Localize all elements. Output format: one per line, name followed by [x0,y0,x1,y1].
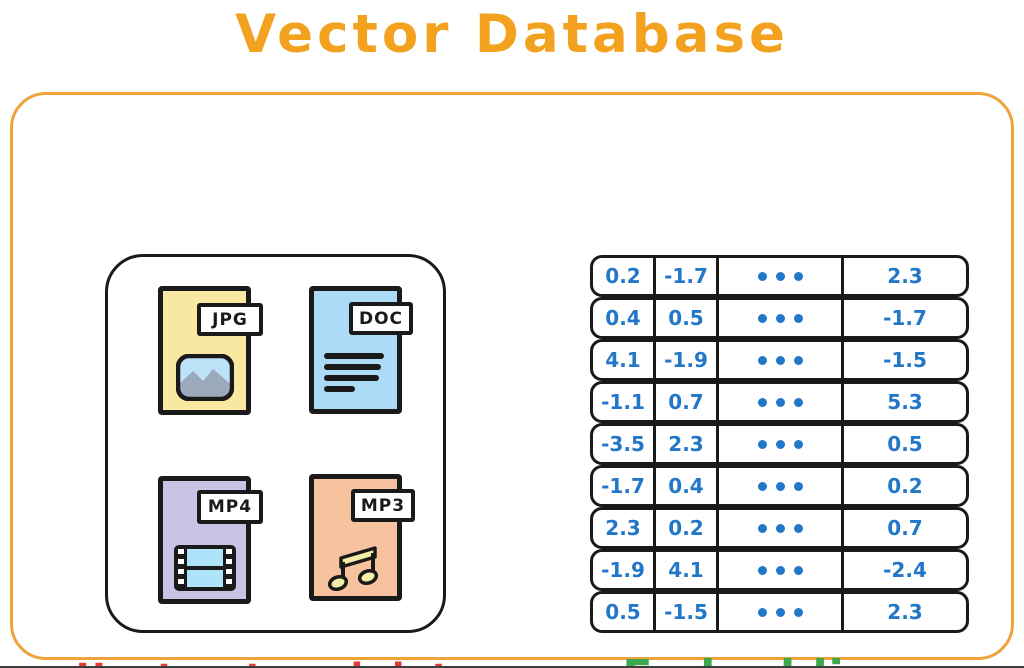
page-title: Vector Database [235,4,789,65]
embedding-value: 2.3 [887,600,923,624]
embedding-row: 0.4 0.5 -1.7 [590,297,969,339]
unstructured-data-box: JPG DOC [105,254,446,633]
embedding-value: -1.9 [593,552,656,588]
embedding-value: 0.2 [656,510,719,546]
doc-label: DOC [358,308,404,329]
embedding-value: 2.3 [887,264,923,288]
embedding-value: 0.2 [593,258,656,294]
embedding-value: 2.3 [656,426,719,462]
embedding-value: -1.5 [883,348,927,372]
embedding-value: 2.3 [593,510,656,546]
mp4-file-label-tag: MP4 [197,490,263,524]
embedding-value: -1.7 [656,258,719,294]
mp4-label: MP4 [207,497,253,517]
embeddings-caption: Embeddings [590,651,969,668]
embedding-row: 4.1 -1.9 -1.5 [590,339,969,381]
embedding-value: 0.4 [656,468,719,504]
jpg-label: JPG [212,309,248,330]
embedding-row: 2.3 0.2 0.7 [590,507,969,549]
unstructured-data-caption: Unstructured data [45,656,507,668]
doc-file-label-tag: DOC [349,302,413,335]
document-lines-icon [324,353,384,399]
mp3-file-label-tag: MP3 [351,489,415,522]
embedding-value: 4.1 [656,552,719,588]
embedding-value: 4.1 [593,342,656,378]
mp3-label: MP3 [360,495,406,516]
embedding-value: 0.7 [656,384,719,420]
embedding-value: 0.2 [887,474,923,498]
image-icon [175,353,235,405]
embedding-value: -2.4 [883,558,927,582]
ellipsis-dots-icon [719,510,844,546]
outer-frame: JPG DOC [10,92,1014,668]
ellipsis-dots-icon [719,300,844,336]
embedding-row: -3.5 2.3 0.5 [590,423,969,465]
ellipsis-dots-icon [719,468,844,504]
ellipsis-dots-icon [719,258,844,294]
ellipsis-dots-icon [719,384,844,420]
ellipsis-dots-icon [719,342,844,378]
embedding-value: 0.5 [656,300,719,336]
embedding-value: 0.7 [887,516,923,540]
embedding-row: -1.1 0.7 5.3 [590,381,969,423]
film-strip-icon [174,545,236,595]
embedding-value: 0.5 [887,432,923,456]
embedding-value: -1.7 [883,306,927,330]
embedding-row: 0.2 -1.7 2.3 [590,255,969,297]
embedding-row: 0.5 -1.5 2.3 [590,591,969,633]
embedding-value: -1.7 [593,468,656,504]
embedding-row: -1.7 0.4 0.2 [590,465,969,507]
jpg-file-label-tag: JPG [197,303,263,336]
embedding-row: -1.9 4.1 -2.4 [590,549,969,591]
music-note-icon [327,538,383,595]
bottom-edge-strip [0,666,1024,668]
embedding-value: -1.5 [656,594,719,630]
embeddings-table: 0.2 -1.7 2.3 0.4 0.5 -1.7 4.1 -1.9 -1.5 … [590,255,969,633]
ellipsis-dots-icon [719,552,844,588]
embedding-value: 0.4 [593,300,656,336]
embedding-value: 0.5 [593,594,656,630]
embedding-value: -3.5 [593,426,656,462]
embedding-value: -1.1 [593,384,656,420]
embedding-value: -1.9 [656,342,719,378]
ellipsis-dots-icon [719,426,844,462]
embedding-value: 5.3 [887,390,923,414]
ellipsis-dots-icon [719,594,844,630]
